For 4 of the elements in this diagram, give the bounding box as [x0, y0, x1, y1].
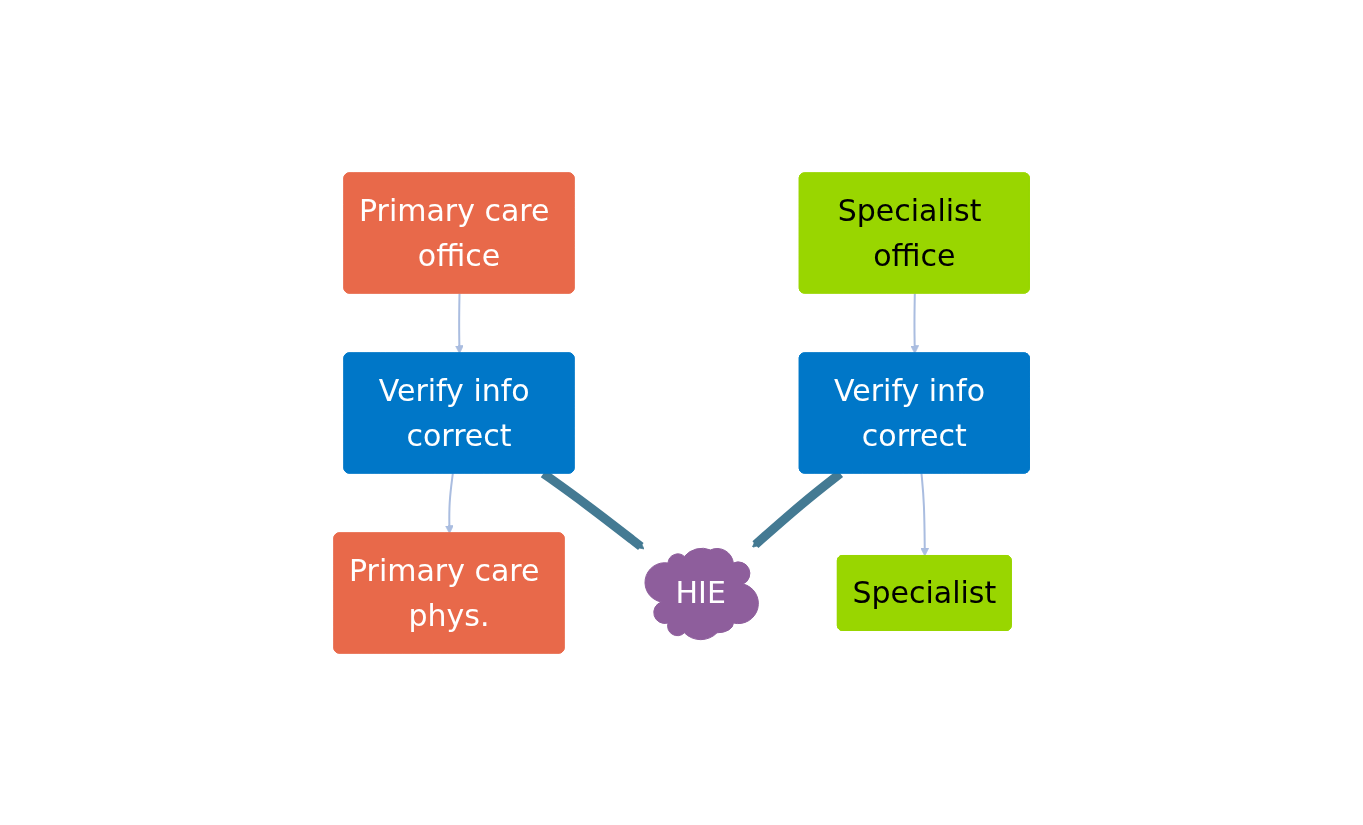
arrow [444, 472, 454, 534]
arrow [910, 292, 919, 354]
arrow [454, 292, 464, 354]
arrow [920, 472, 929, 556]
